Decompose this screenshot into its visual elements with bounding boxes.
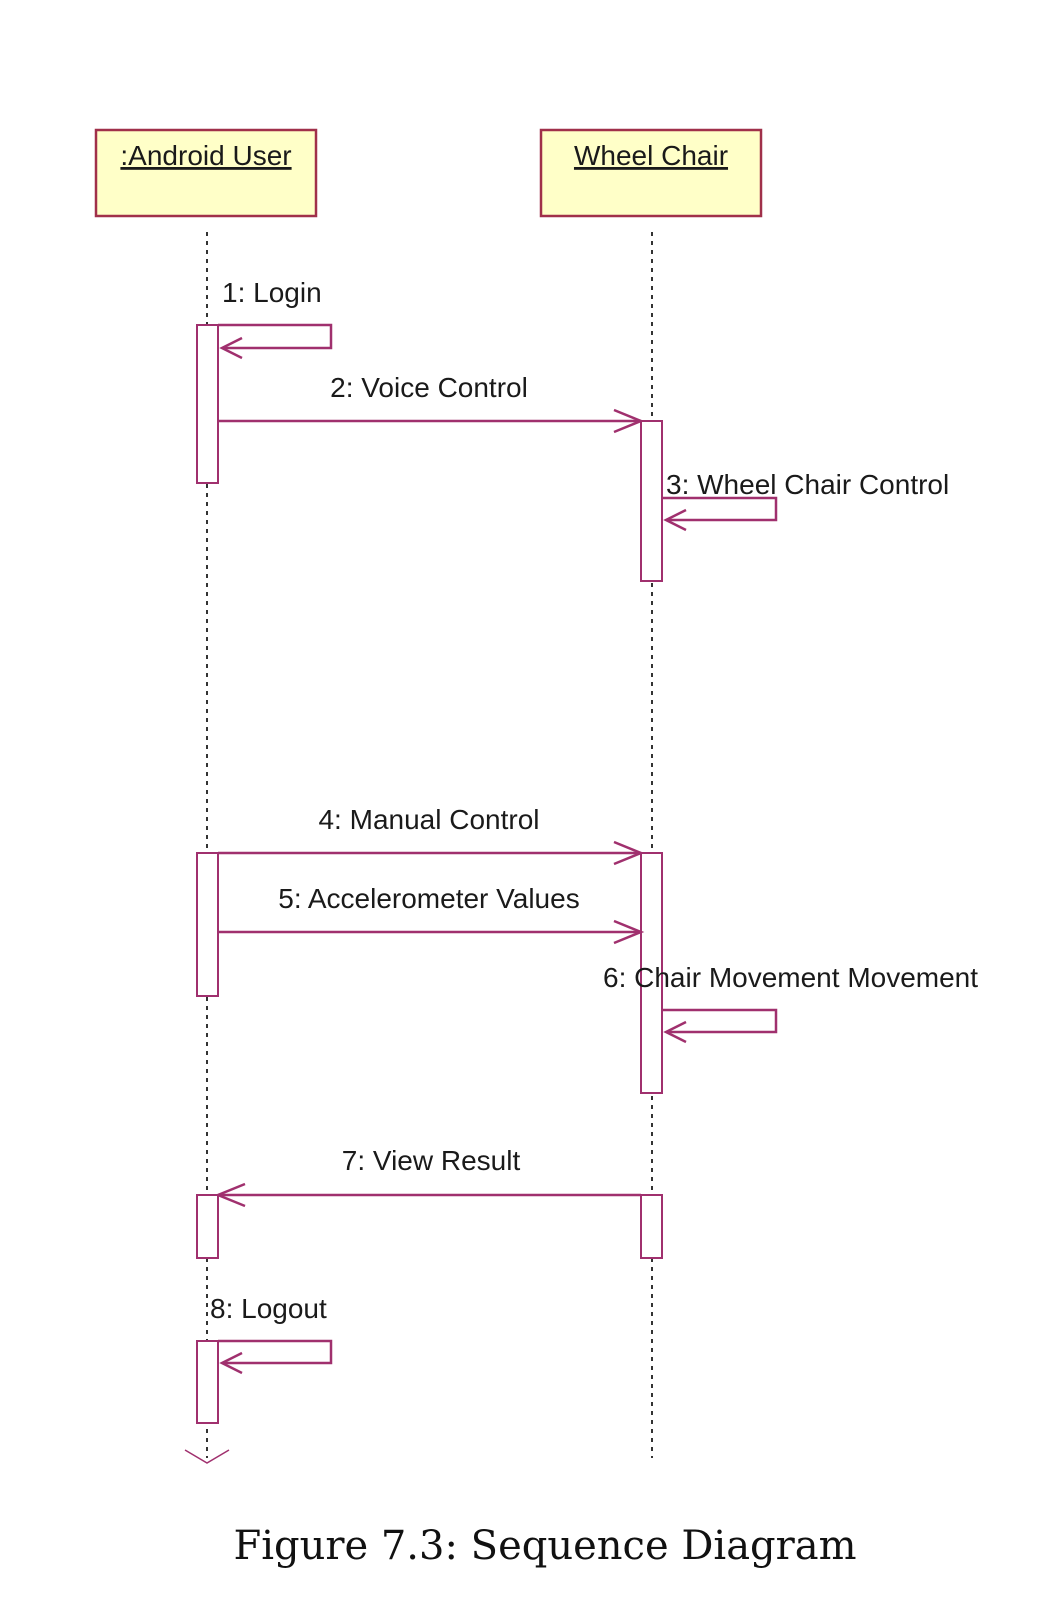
message-7-label: 7: View Result (342, 1145, 521, 1176)
lifeline-end-marker (184, 1449, 230, 1464)
figure-caption: Figure 7.3: Sequence Diagram (233, 1523, 856, 1569)
message-3-arrowhead (663, 508, 687, 532)
message-5-label: 5: Accelerometer Values (278, 883, 579, 914)
message-1-login-arrow (218, 323, 333, 350)
message-3-wheel-chair-control-arrow (662, 496, 778, 522)
message-8-label: 8: Logout (210, 1293, 327, 1324)
message-7-arrowhead (214, 1182, 246, 1208)
activation-user-4 (196, 1340, 219, 1424)
message-2-arrowhead (613, 408, 645, 434)
activation-chair-3 (640, 1194, 663, 1259)
lifeline-head-android-user: :Android User (94, 128, 318, 218)
message-6-chair-movement-arrow (662, 1008, 778, 1034)
message-4-label: 4: Manual Control (318, 804, 539, 835)
activation-user-1 (196, 324, 219, 484)
message-2-label: 2: Voice Control (330, 372, 528, 403)
lifeline-label-android-user: :Android User (120, 140, 291, 171)
message-3-label: 3: Wheel Chair Control (666, 469, 949, 500)
message-1-arrowhead (219, 336, 243, 360)
message-8-logout-arrow (218, 1339, 333, 1365)
activation-user-3 (196, 1194, 219, 1259)
activation-chair-2 (640, 852, 663, 1094)
message-6-arrowhead (663, 1020, 687, 1044)
lifeline-head-wheel-chair: Wheel Chair (539, 128, 763, 218)
activation-chair-1 (640, 420, 663, 582)
message-4-arrowhead (613, 840, 645, 866)
message-6-label: 6: Chair Movement Movement (603, 962, 978, 993)
message-5-arrowhead (613, 919, 645, 945)
message-1-label: 1: Login (222, 277, 322, 308)
message-8-arrowhead (219, 1351, 243, 1375)
lifeline-label-wheel-chair: Wheel Chair (574, 140, 728, 171)
activation-user-2 (196, 852, 219, 997)
